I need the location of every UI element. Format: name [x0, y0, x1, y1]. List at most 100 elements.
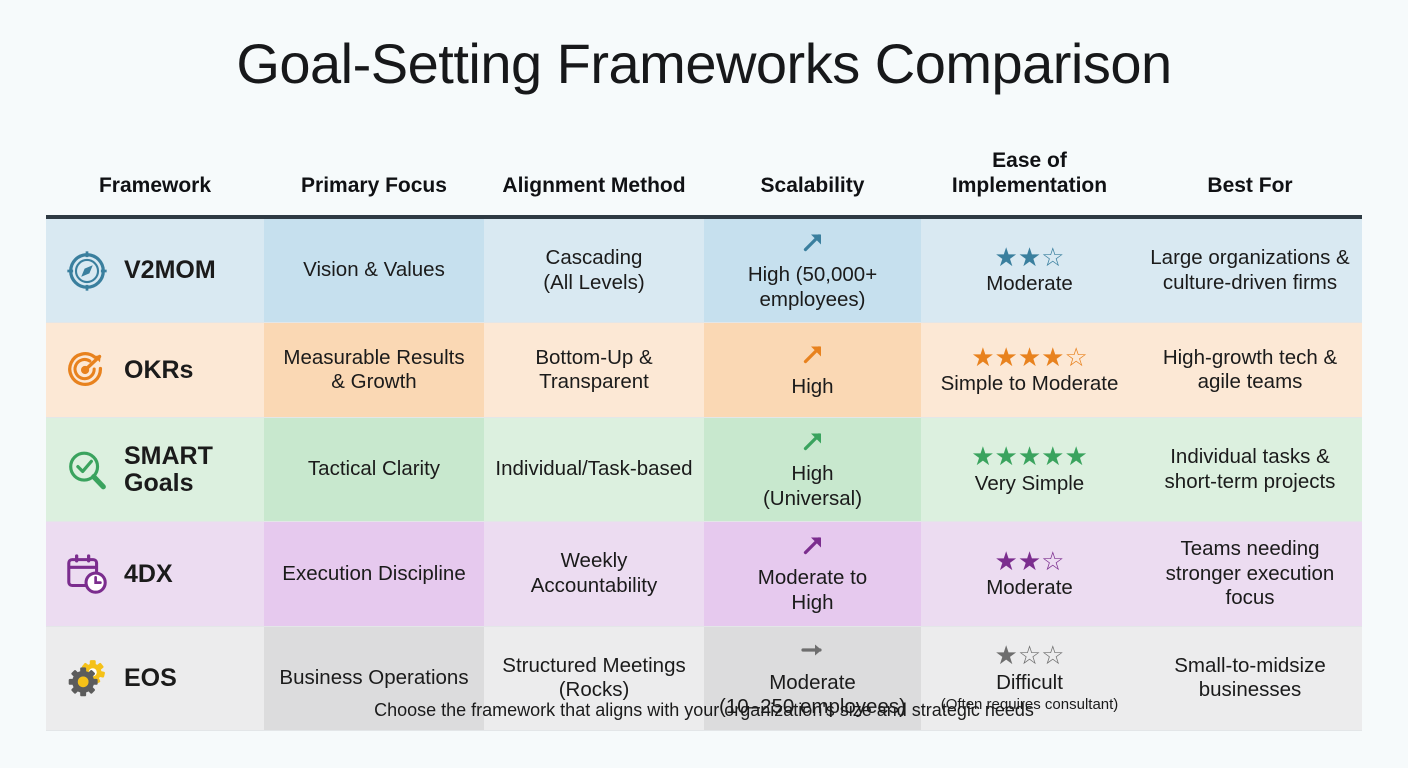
table-row[interactable]: OKRs Measurable Results& Growth Bottom-U… [46, 323, 1362, 419]
calendar-clock-icon [64, 551, 110, 597]
alignment-method-text: Structured Meetings(Rocks) [502, 653, 686, 702]
table-row[interactable]: EOS Business Operations Structured Meeti… [46, 626, 1362, 731]
column-header-framework: Framework [46, 135, 264, 215]
page-title: Goal-Setting Frameworks Comparison [236, 32, 1172, 95]
framework-name: 4DX [124, 559, 173, 588]
arrow-up-right-icon [800, 532, 826, 558]
cell-primary-focus: Tactical Clarity [264, 418, 484, 522]
column-header-label: Ease of Implementation [951, 149, 1108, 198]
cell-framework: EOS [46, 626, 264, 730]
star-filled-icon: ★ [994, 242, 1018, 273]
compass-icon [64, 248, 110, 294]
ease-label: Simple to Moderate [940, 372, 1119, 396]
best-for-text: Large organizations &culture-driven firm… [1150, 246, 1350, 294]
star-filled-icon: ★ [1017, 242, 1042, 273]
primary-focus-text: Vision & Values [303, 258, 445, 282]
cell-best-for: Individual tasks &short-term projects [1138, 418, 1362, 522]
star-empty-icon: ☆ [1041, 242, 1065, 273]
cell-primary-focus: Execution Discipline [264, 522, 484, 626]
cell-primary-focus: Business Operations [264, 626, 484, 730]
star-filled-icon: ★ [994, 441, 1018, 472]
star-filled-icon: ★ [1041, 441, 1065, 472]
star-filled-icon: ★ [1017, 441, 1042, 472]
cell-best-for: High-growth tech &agile teams [1138, 323, 1362, 418]
cell-ease-of-implementation: ★☆☆Difficult (Often requires consultant) [921, 626, 1138, 730]
ease-label: Very Simple [974, 471, 1085, 495]
column-header-ease-of-implementation: Ease of Implementation [921, 135, 1138, 215]
cell-alignment-method: Bottom-Up &Transparent [484, 323, 704, 418]
cell-framework: OKRs [46, 323, 264, 418]
star-filled-icon: ★ [1041, 341, 1065, 372]
ease-label: Moderate [986, 272, 1073, 296]
cell-ease-of-implementation: ★★★★★Very Simple [921, 418, 1138, 522]
star-filled-icon: ★ [1064, 441, 1088, 472]
arrow-up-right-icon [800, 229, 826, 255]
ease-label: Difficult [996, 670, 1063, 694]
scalability-text: Moderate(10–250 employees) [719, 670, 906, 719]
star-filled-icon: ★ [994, 640, 1018, 671]
star-filled-icon: ★ [994, 545, 1018, 576]
ease-star-rating: ★☆☆ [995, 642, 1065, 669]
cell-primary-focus: Measurable Results& Growth [264, 323, 484, 418]
ease-label: Moderate [986, 575, 1073, 599]
primary-focus-text: Measurable Results& Growth [283, 345, 465, 394]
cell-framework: 4DX [46, 522, 264, 626]
star-filled-icon: ★ [1017, 341, 1042, 372]
ease-star-rating: ★★★★★ [971, 443, 1088, 470]
cell-primary-focus: Vision & Values [264, 219, 484, 323]
star-filled-icon: ★ [994, 341, 1018, 372]
target-arrow-icon [64, 347, 110, 393]
cell-ease-of-implementation: ★★☆Moderate [921, 219, 1138, 323]
magnifier-check-icon [64, 447, 110, 493]
ease-star-rating: ★★☆ [994, 242, 1065, 273]
ease-sublabel: (Often requires consultant) [940, 696, 1119, 714]
best-for-text: Individual tasks &short-term projects [1164, 445, 1336, 493]
footer-note: Choose the framework that aligns with yo… [374, 700, 1034, 720]
alignment-method-text: Individual/Task-based [495, 457, 693, 481]
column-header-label: Primary Focus [301, 174, 447, 198]
scalability-text: High(Universal) [762, 462, 863, 510]
star-filled-icon: ★ [1017, 545, 1042, 576]
arrow-right-icon [800, 637, 826, 663]
column-header-best-for: Best For [1138, 135, 1362, 215]
column-header-label: Alignment Method [502, 174, 686, 198]
cell-scalability: Moderate(10–250 employees) [704, 626, 921, 730]
column-header-primary-focus: Primary Focus [264, 135, 484, 215]
cell-scalability: High [704, 323, 921, 418]
column-header-label: Scalability [760, 174, 865, 198]
column-header-label: Framework [98, 174, 212, 198]
star-empty-icon: ☆ [1017, 640, 1042, 671]
ease-star-rating: ★★☆ [994, 545, 1065, 576]
scalability-text: High (50,000+employees) [747, 263, 878, 311]
table-row[interactable]: V2MOM Vision & Values Cascading(All Leve… [46, 219, 1362, 324]
ease-star-rating: ★★★★☆ [971, 341, 1088, 372]
cell-scalability: High(Universal) [704, 418, 921, 522]
primary-focus-text: Business Operations [279, 665, 469, 689]
cell-scalability: High (50,000+employees) [704, 219, 921, 323]
cell-alignment-method: Structured Meetings(Rocks) [484, 626, 704, 730]
gears-icon [64, 655, 110, 701]
arrow-up-right-icon [800, 428, 826, 454]
cell-alignment-method: Cascading(All Levels) [484, 219, 704, 323]
primary-focus-text: Tactical Clarity [307, 457, 441, 481]
star-empty-icon: ☆ [1041, 545, 1065, 576]
alignment-method-text: Bottom-Up &Transparent [535, 345, 653, 394]
cell-alignment-method: Individual/Task-based [484, 418, 704, 522]
scalability-text: High [791, 374, 834, 398]
framework-name: V2MOM [124, 256, 216, 285]
framework-name: OKRs [124, 355, 194, 384]
table-body: V2MOM Vision & Values Cascading(All Leve… [46, 219, 1362, 731]
cell-framework: V2MOM [46, 219, 264, 323]
alignment-method-text: Cascading(All Levels) [543, 246, 645, 294]
framework-name: EOS [124, 663, 177, 692]
